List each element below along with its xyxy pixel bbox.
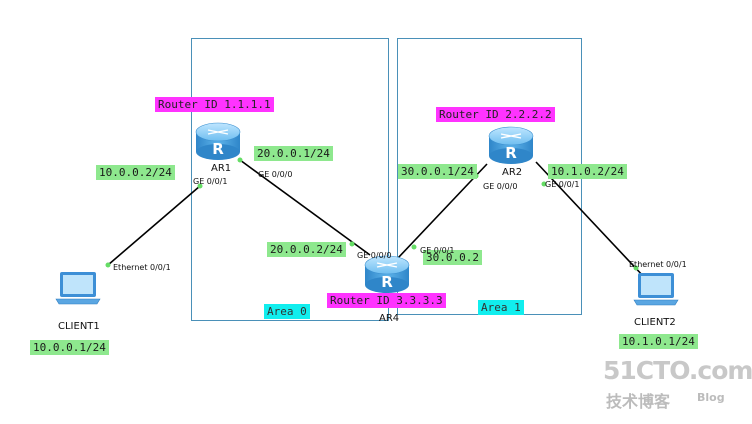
link-ar2-client2 bbox=[535, 161, 646, 279]
port-ar1-ge001: GE 0/0/1 bbox=[193, 177, 228, 186]
port-dot bbox=[541, 181, 547, 187]
ip-ar4-ar1-side: 20.0.0.2/24 bbox=[267, 242, 346, 257]
ip-ar1-client-side: 10.0.0.2/24 bbox=[96, 165, 175, 180]
svg-text:R: R bbox=[381, 273, 393, 291]
ip-client1: 10.0.0.1/24 bbox=[30, 340, 109, 355]
area-0-label: Area 0 bbox=[264, 304, 310, 319]
router-ar4-icon[interactable]: R bbox=[364, 255, 410, 293]
ip-ar4-ar2-side: 30.0.0.2 bbox=[423, 250, 482, 265]
port-ar2-ge001: GE 0/0/1 bbox=[545, 180, 580, 189]
watermark-blog: Blog bbox=[697, 391, 725, 404]
router-id-ar1: Router ID 1.1.1.1 bbox=[155, 97, 274, 112]
router-ar1-icon[interactable]: R bbox=[195, 122, 241, 160]
device-name-ar4: AR4 bbox=[379, 313, 400, 324]
router-id-ar2: Router ID 2.2.2.2 bbox=[436, 107, 555, 122]
port-dot bbox=[105, 262, 111, 268]
port-client1-eth: Ethernet 0/0/1 bbox=[113, 263, 171, 272]
area-0-box bbox=[191, 38, 389, 321]
device-name-ar1: AR1 bbox=[211, 163, 232, 174]
port-dot bbox=[411, 244, 417, 250]
svg-text:R: R bbox=[212, 140, 224, 158]
router-ar2-icon[interactable]: R bbox=[488, 126, 534, 164]
device-name-ar2: AR2 bbox=[502, 167, 523, 178]
svg-text:R: R bbox=[505, 144, 517, 162]
ip-ar2-client-side: 10.1.0.2/24 bbox=[548, 164, 627, 179]
link-ar1-ar4 bbox=[239, 159, 371, 256]
area-1-label: Area 1 bbox=[478, 300, 524, 315]
device-name-client2: CLIENT2 bbox=[634, 317, 676, 328]
port-ar4-ge000: GE 0/0/0 bbox=[357, 251, 392, 260]
laptop-client1-icon[interactable] bbox=[55, 272, 101, 305]
device-name-client1: CLIENT1 bbox=[58, 321, 100, 332]
port-client2-eth: Ethernet 0/0/1 bbox=[629, 260, 687, 269]
watermark-site: 51CTO.com bbox=[603, 356, 752, 385]
ip-ar1-ar4-side: 20.0.0.1/24 bbox=[254, 146, 333, 161]
laptop-client2-icon[interactable] bbox=[633, 273, 679, 306]
ip-client2: 10.1.0.1/24 bbox=[619, 334, 698, 349]
port-dot bbox=[237, 157, 243, 163]
port-ar4-ge001: GE 0/0/1 bbox=[420, 246, 455, 255]
port-dot bbox=[197, 183, 203, 189]
watermark-cn: 技术博客 bbox=[606, 392, 671, 411]
link-client1-ar1 bbox=[107, 185, 201, 266]
port-dot bbox=[349, 241, 355, 247]
ip-ar2-ar4-side: 30.0.0.1/24 bbox=[398, 164, 477, 179]
router-id-ar4: Router ID 3.3.3.3 bbox=[327, 293, 446, 308]
link-ar4-ar2 bbox=[397, 163, 488, 259]
port-dot bbox=[633, 265, 639, 271]
port-ar2-ge000: GE 0/0/0 bbox=[483, 182, 518, 191]
port-ar1-ge000: GE 0/0/0 bbox=[258, 170, 293, 179]
